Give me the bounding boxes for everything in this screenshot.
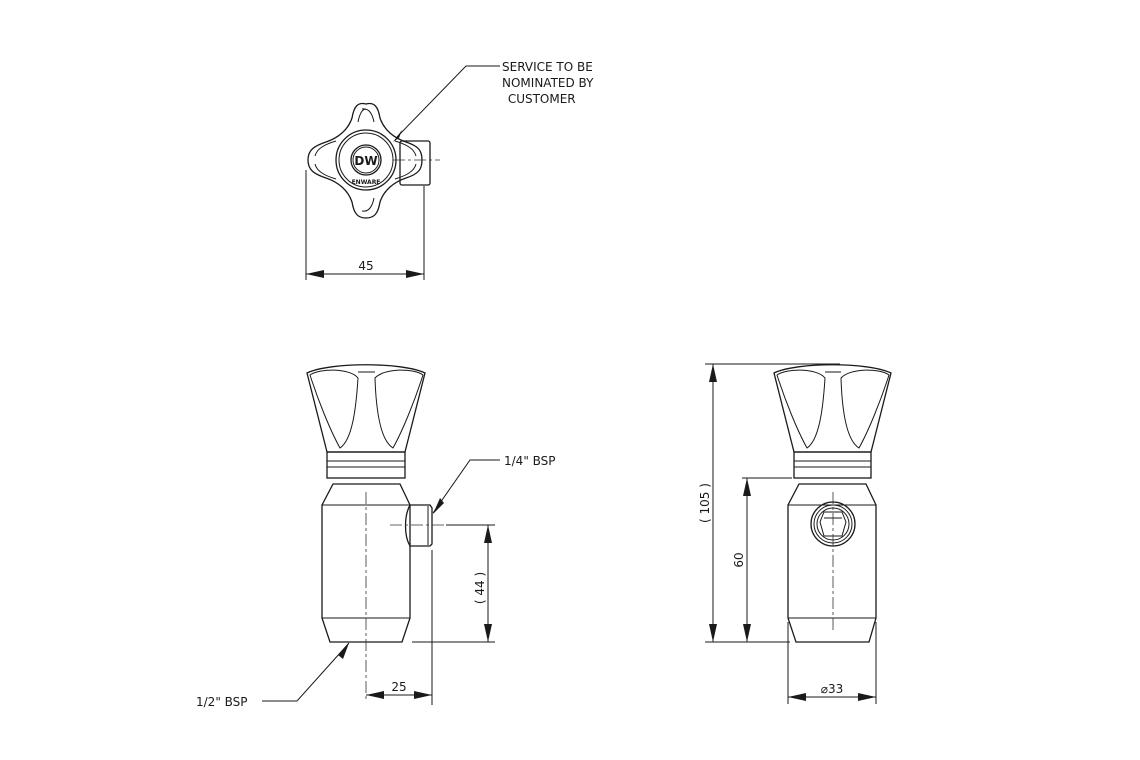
side-view: 1/4" BSP 1/2" BSP ( 44 ) 25 [196,364,556,709]
service-callout-line-2: NOMINATED BY [502,76,594,90]
service-callout-line-1: SERVICE TO BE [502,60,593,74]
brand-text: ENWARE [352,179,381,186]
top-view: DW ENWARE SERVICE TO BE NOMINATED BY CUS… [305,60,594,280]
inlet-callout: 1/2" BSP [196,695,248,709]
port-callout: 1/4" BSP [504,454,556,468]
offset-25-dimension: 25 [391,680,406,694]
front-view: ( 105 ) 60 ⌀33 [698,363,892,704]
overall-height-dimension: ( 105 ) [698,483,712,523]
width-dimension: 45 [358,259,373,273]
body-height-dimension: 60 [732,552,746,567]
service-callout-line-3: CUSTOMER [504,92,576,106]
logo-text: DW [354,154,377,168]
height-44-dimension: ( 44 ) [473,572,487,604]
diameter-dimension: ⌀33 [821,682,844,696]
